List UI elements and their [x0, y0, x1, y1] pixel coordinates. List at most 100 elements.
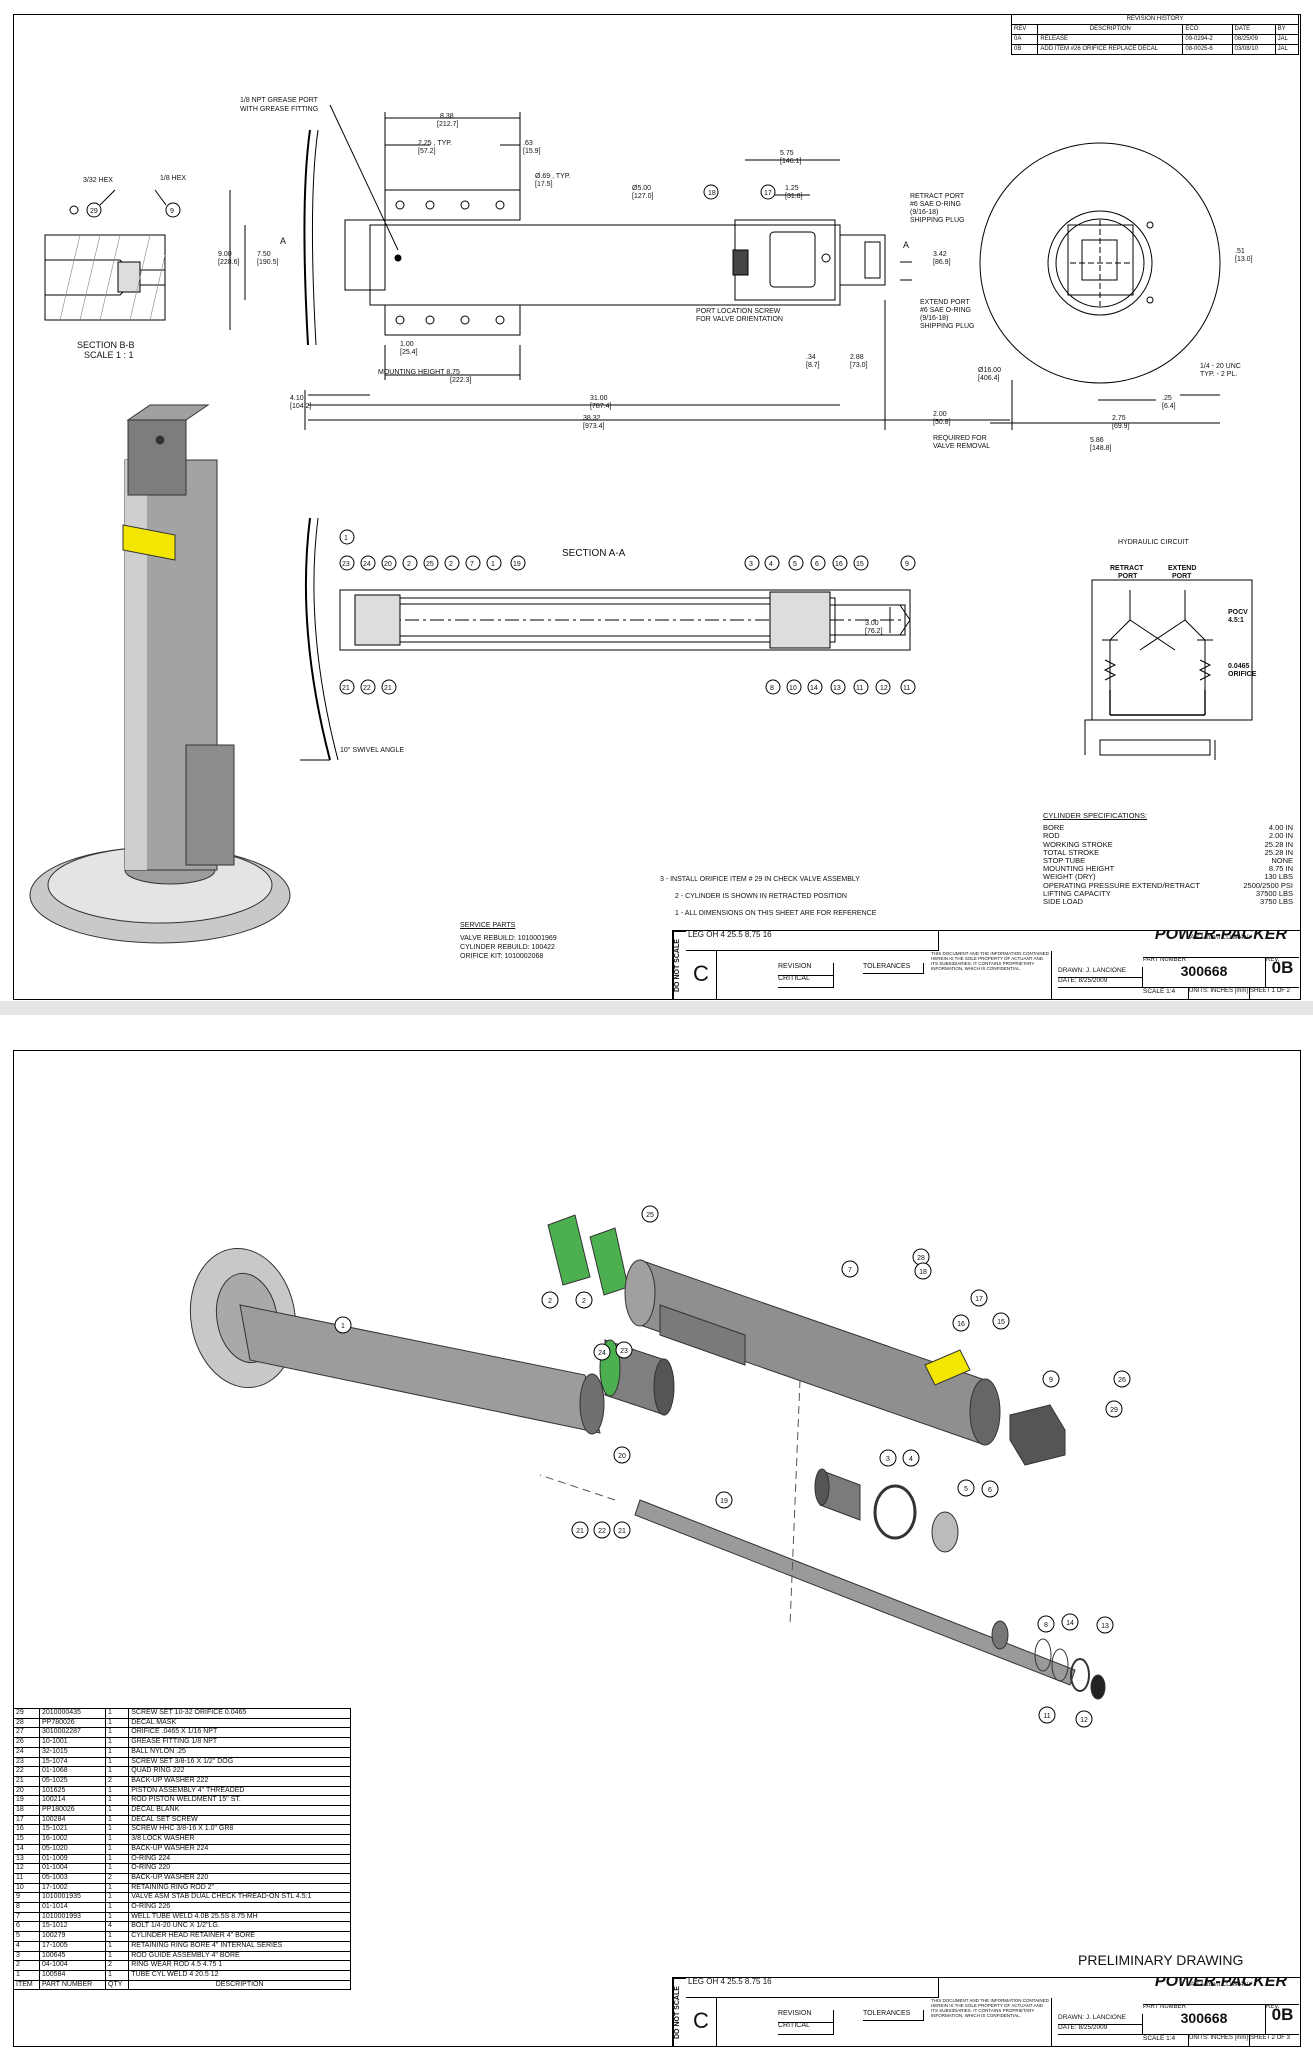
svg-text:[15.9]: [15.9] [523, 148, 541, 155]
svg-text:VALVE REMOVAL: VALVE REMOVAL [933, 443, 990, 450]
spec-label: WORKING STROKE [1043, 839, 1113, 849]
svg-text:[69.9]: [69.9] [1112, 423, 1130, 430]
bom-item: 6 [13, 1921, 40, 1933]
svg-text:11: 11 [1043, 1713, 1050, 1720]
svg-text:[406.4]: [406.4] [978, 375, 999, 382]
bom-item: 7 [13, 1911, 40, 1923]
sheet-size: C [686, 1998, 717, 2047]
svg-text:.51: .51 [1235, 248, 1245, 255]
sheet1-dimension-text: 1/8 NPT GREASE PORT WITH GREASE FITTING … [77, 97, 1257, 754]
svg-text:2: 2 [449, 561, 453, 568]
revision-label: REVISION [778, 2010, 834, 2023]
svg-text:4: 4 [909, 1456, 913, 1463]
svg-text:5: 5 [793, 561, 797, 568]
bom-item: 28 [13, 1717, 40, 1729]
svg-text:25: 25 [646, 1212, 654, 1219]
cylinder-specs-title: CYLINDER SPECIFICATIONS: [1043, 811, 1148, 820]
svg-text:[146.1]: [146.1] [780, 158, 801, 165]
svg-text:10° SWIVEL ANGLE: 10° SWIVEL ANGLE [340, 746, 404, 754]
svg-text:[148.8]: [148.8] [1090, 445, 1111, 452]
revision-label: REVISION [778, 963, 834, 976]
svg-text:3/32 HEX: 3/32 HEX [83, 177, 113, 184]
bom-item: 11 [13, 1872, 40, 1884]
bom-qty: 1 [105, 1814, 130, 1826]
part-number-cell: PART NUMBER 300668 [1143, 2004, 1266, 2035]
sheet-size: C [686, 951, 717, 1000]
svg-text:3: 3 [749, 561, 753, 568]
svg-text:0.0465: 0.0465 [1228, 663, 1250, 670]
bom-item: 9 [13, 1892, 40, 1904]
svg-text:1/4 - 20 UNC: 1/4 - 20 UNC [1200, 363, 1241, 370]
svg-text:SECTION A-A: SECTION A-A [562, 548, 626, 559]
bom-part-number: 15-1012 [38, 1921, 107, 1933]
svg-text:11: 11 [903, 685, 910, 692]
rev-label: REV. [1266, 957, 1280, 963]
svg-text:21: 21 [342, 685, 350, 692]
svg-text:PORT LOCATION SCREW: PORT LOCATION SCREW [696, 308, 781, 315]
note-1: 1 - ALL DIMENSIONS ON THIS SHEET ARE FOR… [675, 910, 877, 917]
bom-part-number: 17-1002 [38, 1882, 107, 1894]
bom-part-number: 01-1004 [38, 1863, 107, 1874]
svg-text:.63: .63 [523, 140, 533, 147]
spec-value: 25.28 IN [1264, 839, 1293, 849]
bom-description: O-RING 220 [128, 1863, 351, 1874]
bom-qty: 2 [105, 1960, 130, 1971]
svg-text:(9/16-18): (9/16-18) [910, 209, 938, 216]
bom-part-number: 05-1020 [38, 1843, 107, 1855]
svg-text:1: 1 [491, 561, 495, 568]
svg-text:19: 19 [720, 1498, 728, 1505]
svg-text:13: 13 [833, 685, 841, 692]
svg-text:2.88: 2.88 [850, 354, 864, 361]
bom-item: 18 [13, 1805, 40, 1816]
svg-text:(9/16-18): (9/16-18) [920, 315, 948, 322]
svg-text:ORIFICE: ORIFICE [1228, 671, 1257, 678]
bom-description: BOLT 1/4-20 UNC X 1/2"LG. [128, 1921, 351, 1933]
bom-description: VALVE ASM STAB DUAL CHECK THREAD-ON STL … [128, 1892, 351, 1904]
spec-value: 4.00 IN [1268, 823, 1293, 833]
bom-item: 19 [13, 1795, 40, 1807]
spec-label: TOTAL STROKE [1043, 847, 1100, 857]
bom-qty: 1 [105, 1969, 130, 1981]
bom-part-number: 100584 [38, 1969, 107, 1981]
bom-item: 1 [13, 1969, 40, 1981]
svg-text:38.32: 38.32 [583, 415, 601, 422]
do-not-scale-label: DO NOT SCALE [673, 1978, 686, 2047]
svg-text:[17.5]: [17.5] [535, 181, 553, 188]
bom-description: DECAL SET SCREW [128, 1814, 351, 1826]
bom-item: 17 [13, 1814, 40, 1826]
bom-part-number: 3010002287 [38, 1727, 107, 1739]
bom-item: 26 [13, 1737, 40, 1748]
preliminary-drawing-label: PRELIMINARY DRAWING [1078, 1952, 1244, 1968]
svg-text:21: 21 [576, 1528, 584, 1535]
bom-item: 20 [13, 1785, 40, 1797]
bom-description: 3/8 LOCK WASHER [128, 1834, 351, 1845]
part-number-label: PART NUMBER [1143, 2004, 1187, 2010]
bom-part-number: 15-1074 [38, 1756, 107, 1768]
svg-text:[86.9]: [86.9] [933, 259, 951, 266]
svg-text:17: 17 [764, 190, 772, 197]
bom-part-number: 100645 [38, 1950, 107, 1962]
bom-part-number: 01-1014 [38, 1902, 107, 1913]
bom-part-number: 1010001993 [38, 1911, 107, 1923]
sheet-border [13, 14, 1301, 1000]
svg-text:18: 18 [919, 1269, 927, 1276]
svg-text:EXTEND: EXTEND [1168, 565, 1196, 572]
svg-text:20: 20 [618, 1453, 626, 1460]
units-value: UNITS: INCHES [mm] [1189, 988, 1250, 999]
spec-value: 37500 LBS [1255, 888, 1293, 898]
svg-text:9: 9 [1049, 1377, 1053, 1384]
svg-text:SHIPPING PLUG: SHIPPING PLUG [920, 323, 974, 330]
bom-part-number: 100284 [38, 1814, 107, 1826]
svg-text:19: 19 [513, 561, 521, 568]
svg-text:[25.4]: [25.4] [400, 349, 418, 356]
svg-text:18: 18 [708, 190, 716, 197]
bom-qty: 1 [105, 1911, 130, 1923]
sheet-border [13, 1050, 1301, 2047]
